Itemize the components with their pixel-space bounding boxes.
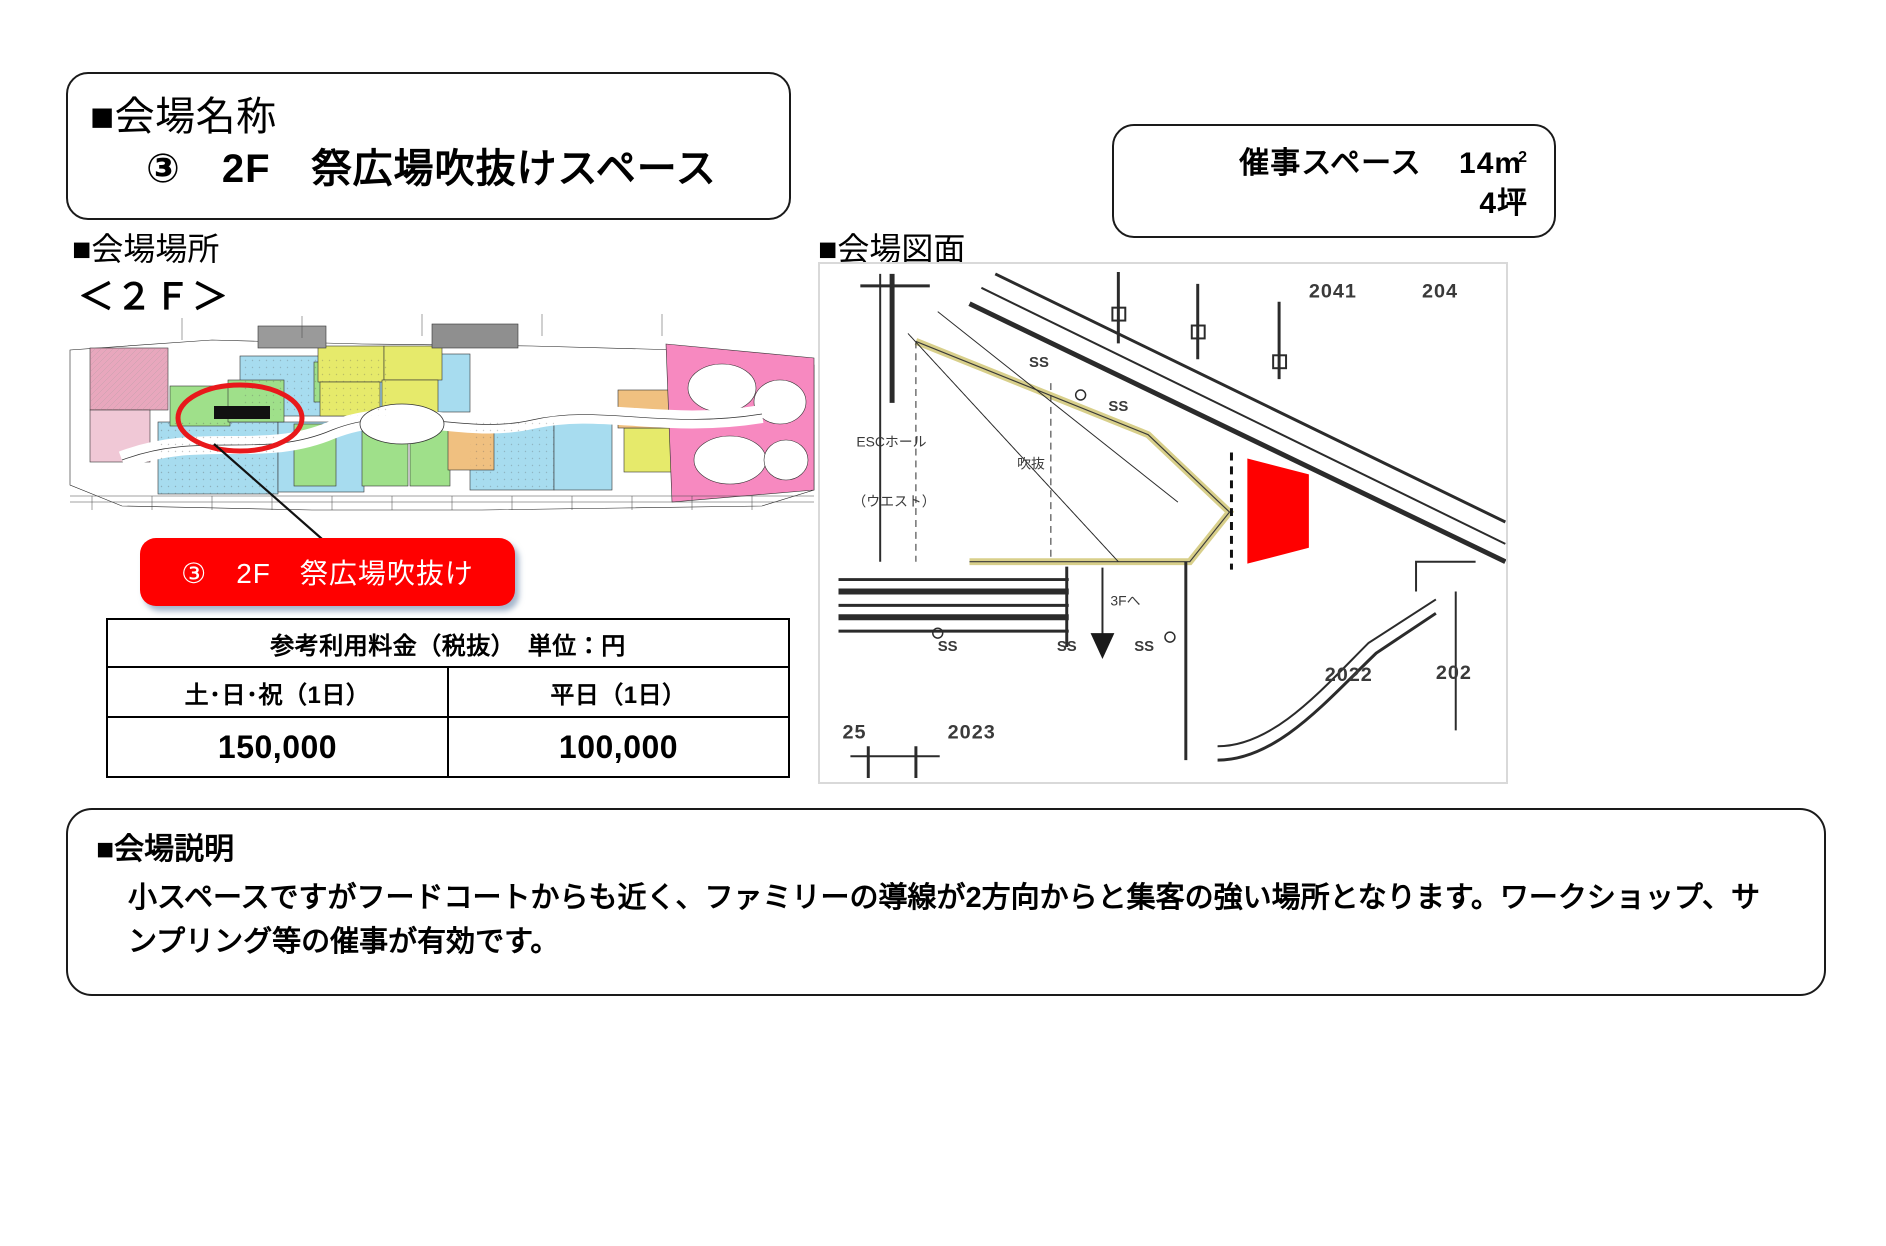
drawing-label-204: 204 — [1422, 281, 1458, 303]
description-heading: ■会場説明 — [96, 833, 235, 866]
drawing-label-2023: 2023 — [948, 721, 996, 743]
drawing-label-ss-4: SS — [1057, 639, 1077, 655]
venue-drawing-panel: 2041 204 2022 202 25 2023 SS SS SS SS SS… — [818, 262, 1508, 784]
venue-title-box: ■会場名称 ③ 2F 祭広場吹抜けスペース — [66, 72, 791, 220]
section-heading-location: ■会場場所 — [72, 231, 220, 267]
venue-name-value: ③ 2F 祭広場吹抜けスペース — [146, 147, 717, 191]
price-table: 参考利用料金（税抜） 単位：円 土･日･祝（1日） 平日（1日） 150,000… — [106, 618, 790, 778]
area-badge-value: 14m — [1459, 147, 1523, 180]
drawing-label-west: （ウエスト） — [852, 493, 935, 509]
venue-name-heading: ■会場名称 — [90, 95, 277, 139]
location-callout-badge: ③ 2F 祭広場吹抜け — [140, 538, 515, 606]
drawing-label-2041: 2041 — [1309, 281, 1357, 303]
area-badge-line2: 4坪 — [1479, 186, 1528, 220]
price-value-weekend: 150,000 — [106, 716, 449, 778]
table-row-values: 150,000 100,000 — [106, 716, 790, 778]
drawing-label-void: 吹抜 — [1017, 455, 1045, 471]
drawing-label-2022: 2022 — [1325, 664, 1373, 686]
drawing-label-to3f: 3Fへ — [1110, 592, 1140, 608]
area-badge-text: 催事スペース 14m2 4坪 — [1239, 144, 1528, 223]
area-badge-label: 催事スペース — [1239, 147, 1422, 180]
drawing-label-ss-3: SS — [938, 639, 958, 655]
table-row-columns: 土･日･祝（1日） 平日（1日） — [106, 666, 790, 718]
floor-plan-image — [62, 310, 822, 550]
drawing-label-ss-5: SS — [1134, 639, 1154, 655]
area-badge-line1: 催事スペース 14m2 — [1239, 144, 1528, 184]
price-table-caption: 参考利用料金（税抜） 単位：円 — [106, 618, 790, 668]
price-value-weekday: 100,000 — [447, 716, 790, 778]
drawing-label-202: 202 — [1436, 662, 1472, 684]
event-space-marker — [1229, 452, 1309, 570]
drawing-label-ss-1: SS — [1029, 355, 1049, 371]
description-box: ■会場説明 小スペースですがフードコートからも近く、ファミリーの導線が2方向から… — [66, 808, 1826, 996]
floor-label: ＜２Ｆ＞ — [78, 276, 231, 317]
section-heading-drawing: ■会場図面 — [818, 231, 966, 267]
table-row-caption: 参考利用料金（税抜） 単位：円 — [106, 618, 790, 668]
price-column-weekend: 土･日･祝（1日） — [106, 666, 449, 718]
area-unit-superscript: 2 — [1518, 149, 1528, 166]
price-column-weekday: 平日（1日） — [447, 666, 790, 718]
drawing-label-25: 25 — [842, 721, 866, 743]
location-callout-label: ③ 2F 祭広場吹抜け — [181, 558, 474, 589]
area-badge: 催事スペース 14m2 4坪 — [1112, 124, 1556, 238]
drawing-label-ss-2: SS — [1108, 399, 1128, 415]
description-body: 小スペースですがフードコートからも近く、ファミリーの導線が2方向からと集客の強い… — [128, 882, 1761, 959]
drawing-label-esc: ESCホール — [856, 434, 926, 450]
